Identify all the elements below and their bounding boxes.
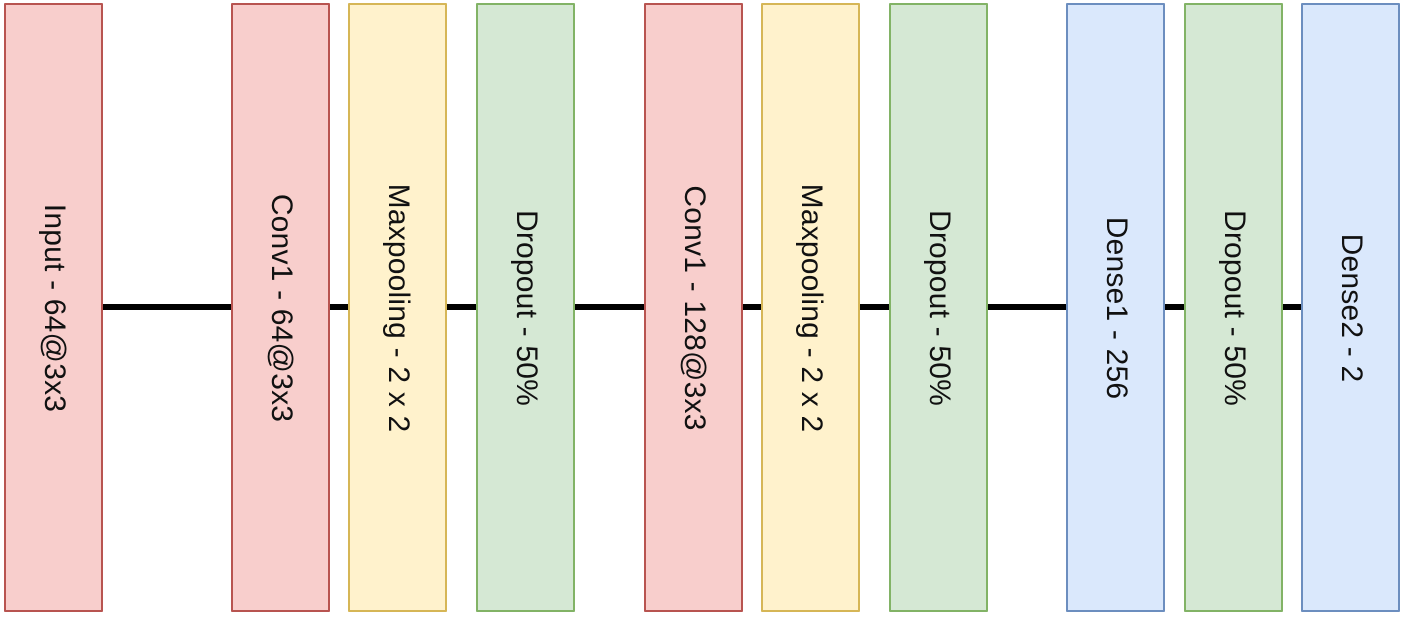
connector-line <box>988 304 1066 310</box>
layer-label: Conv1 - 64@3x3 <box>264 193 298 422</box>
connector-line <box>1165 304 1184 310</box>
layer-block-dense2: Dense2 - 2 <box>1301 3 1400 612</box>
layer-label: Dense2 - 2 <box>1334 233 1368 382</box>
connector-line <box>447 304 476 310</box>
layer-block-conv2: Conv1 - 128@3x3 <box>644 3 743 612</box>
layer-block-input: Input - 64@3x3 <box>4 3 103 612</box>
layer-label: Conv1 - 128@3x3 <box>677 184 711 431</box>
layer-label: Dropout - 50% <box>509 209 543 406</box>
layer-block-maxpooling-1: Maxpooling - 2 x 2 <box>348 3 447 612</box>
layer-block-maxpooling-2: Maxpooling - 2 x 2 <box>761 3 860 612</box>
connector-line <box>575 304 644 310</box>
layer-block-conv1: Conv1 - 64@3x3 <box>231 3 330 612</box>
layer-block-dense1: Dense1 - 256 <box>1066 3 1165 612</box>
layer-block-dropout-3: Dropout - 50% <box>1184 3 1283 612</box>
connector-line <box>743 304 761 310</box>
layer-label: Maxpooling - 2 x 2 <box>794 183 828 432</box>
connector-line <box>330 304 348 310</box>
layer-label: Dense1 - 256 <box>1099 216 1133 399</box>
layer-label: Maxpooling - 2 x 2 <box>381 183 415 432</box>
layer-block-dropout-2: Dropout - 50% <box>889 3 988 612</box>
layer-block-dropout-1: Dropout - 50% <box>476 3 575 612</box>
connector-line <box>1283 304 1301 310</box>
layer-label: Input - 64@3x3 <box>37 203 71 412</box>
connector-line <box>860 304 889 310</box>
layer-label: Dropout - 50% <box>922 209 956 406</box>
layer-label: Dropout - 50% <box>1217 209 1251 406</box>
connector-line <box>103 304 231 310</box>
